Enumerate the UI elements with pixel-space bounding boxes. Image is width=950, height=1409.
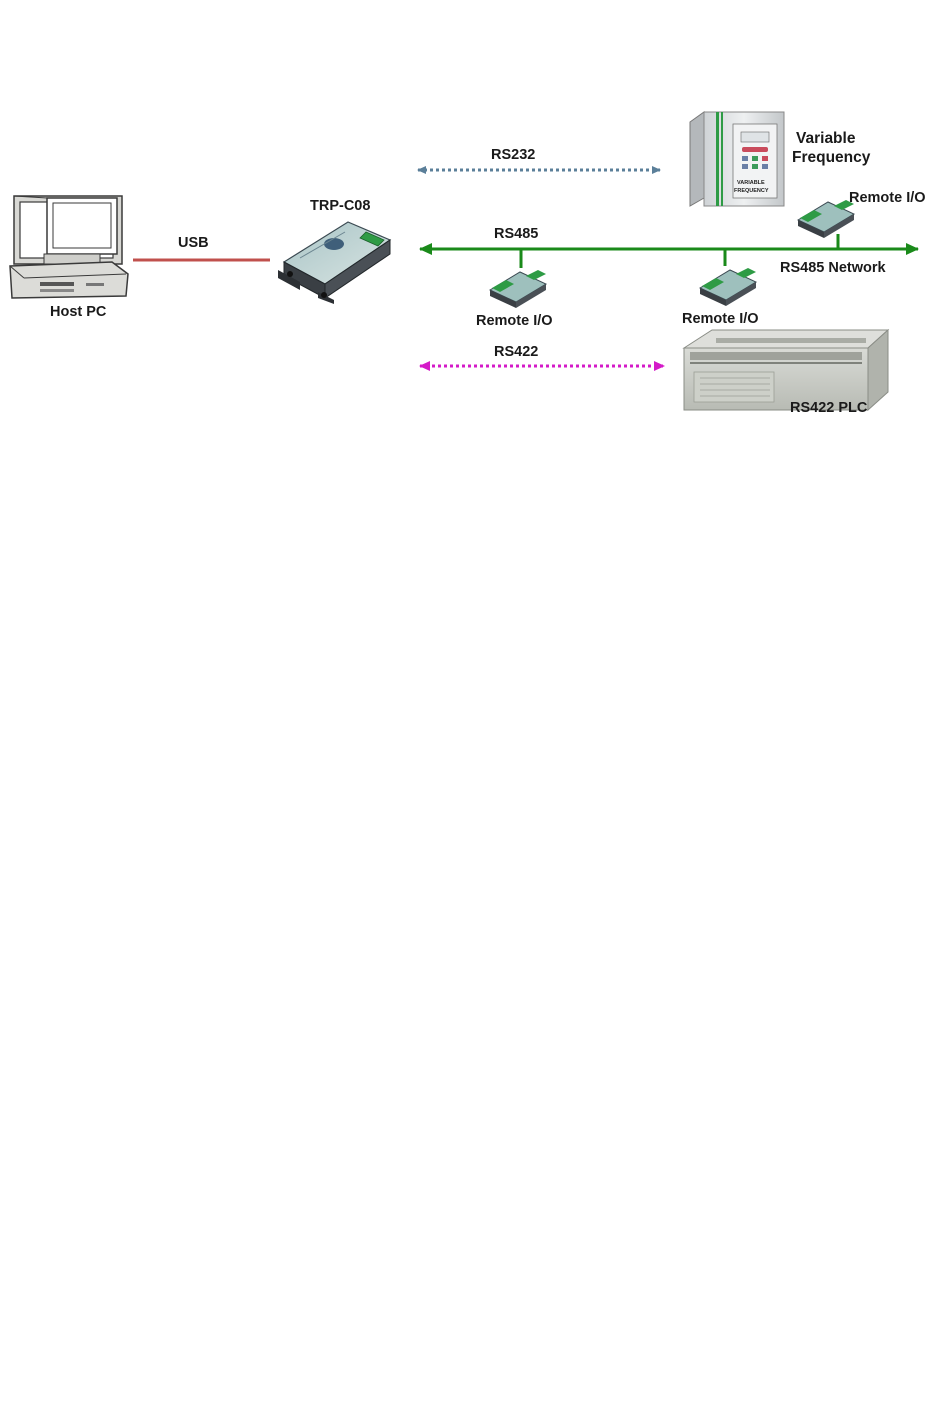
remote-io-label-1: Remote I/O — [476, 313, 553, 329]
remote-io-icon — [798, 200, 854, 238]
host-pc-label: Host PC — [50, 304, 107, 320]
usb-label: USB — [178, 235, 209, 251]
plc-label: RS422 PLC — [790, 400, 868, 416]
rs422-label: RS422 — [494, 344, 538, 360]
remote-io-icon — [490, 270, 546, 308]
vfd-panel-label-line2: FREQUENCY — [734, 188, 769, 194]
rs485-network-label: RS485 Network — [780, 260, 887, 276]
host-pc-icon — [10, 196, 128, 298]
plc-icon — [684, 330, 888, 410]
rs232-label: RS232 — [491, 147, 535, 163]
vfd-label-line1: Variable — [796, 130, 856, 147]
vfd-panel-label-line1: VARIABLE — [737, 180, 765, 186]
remote-io-label-3: Remote I/O — [849, 190, 926, 206]
remote-io-label-2: Remote I/O — [682, 311, 759, 327]
vfd-label-line2: Frequency — [792, 149, 871, 166]
converter-label: TRP-C08 — [310, 198, 370, 214]
remote-io-icon — [700, 268, 756, 306]
converter-icon — [278, 222, 390, 304]
rs485-label: RS485 — [494, 226, 538, 242]
